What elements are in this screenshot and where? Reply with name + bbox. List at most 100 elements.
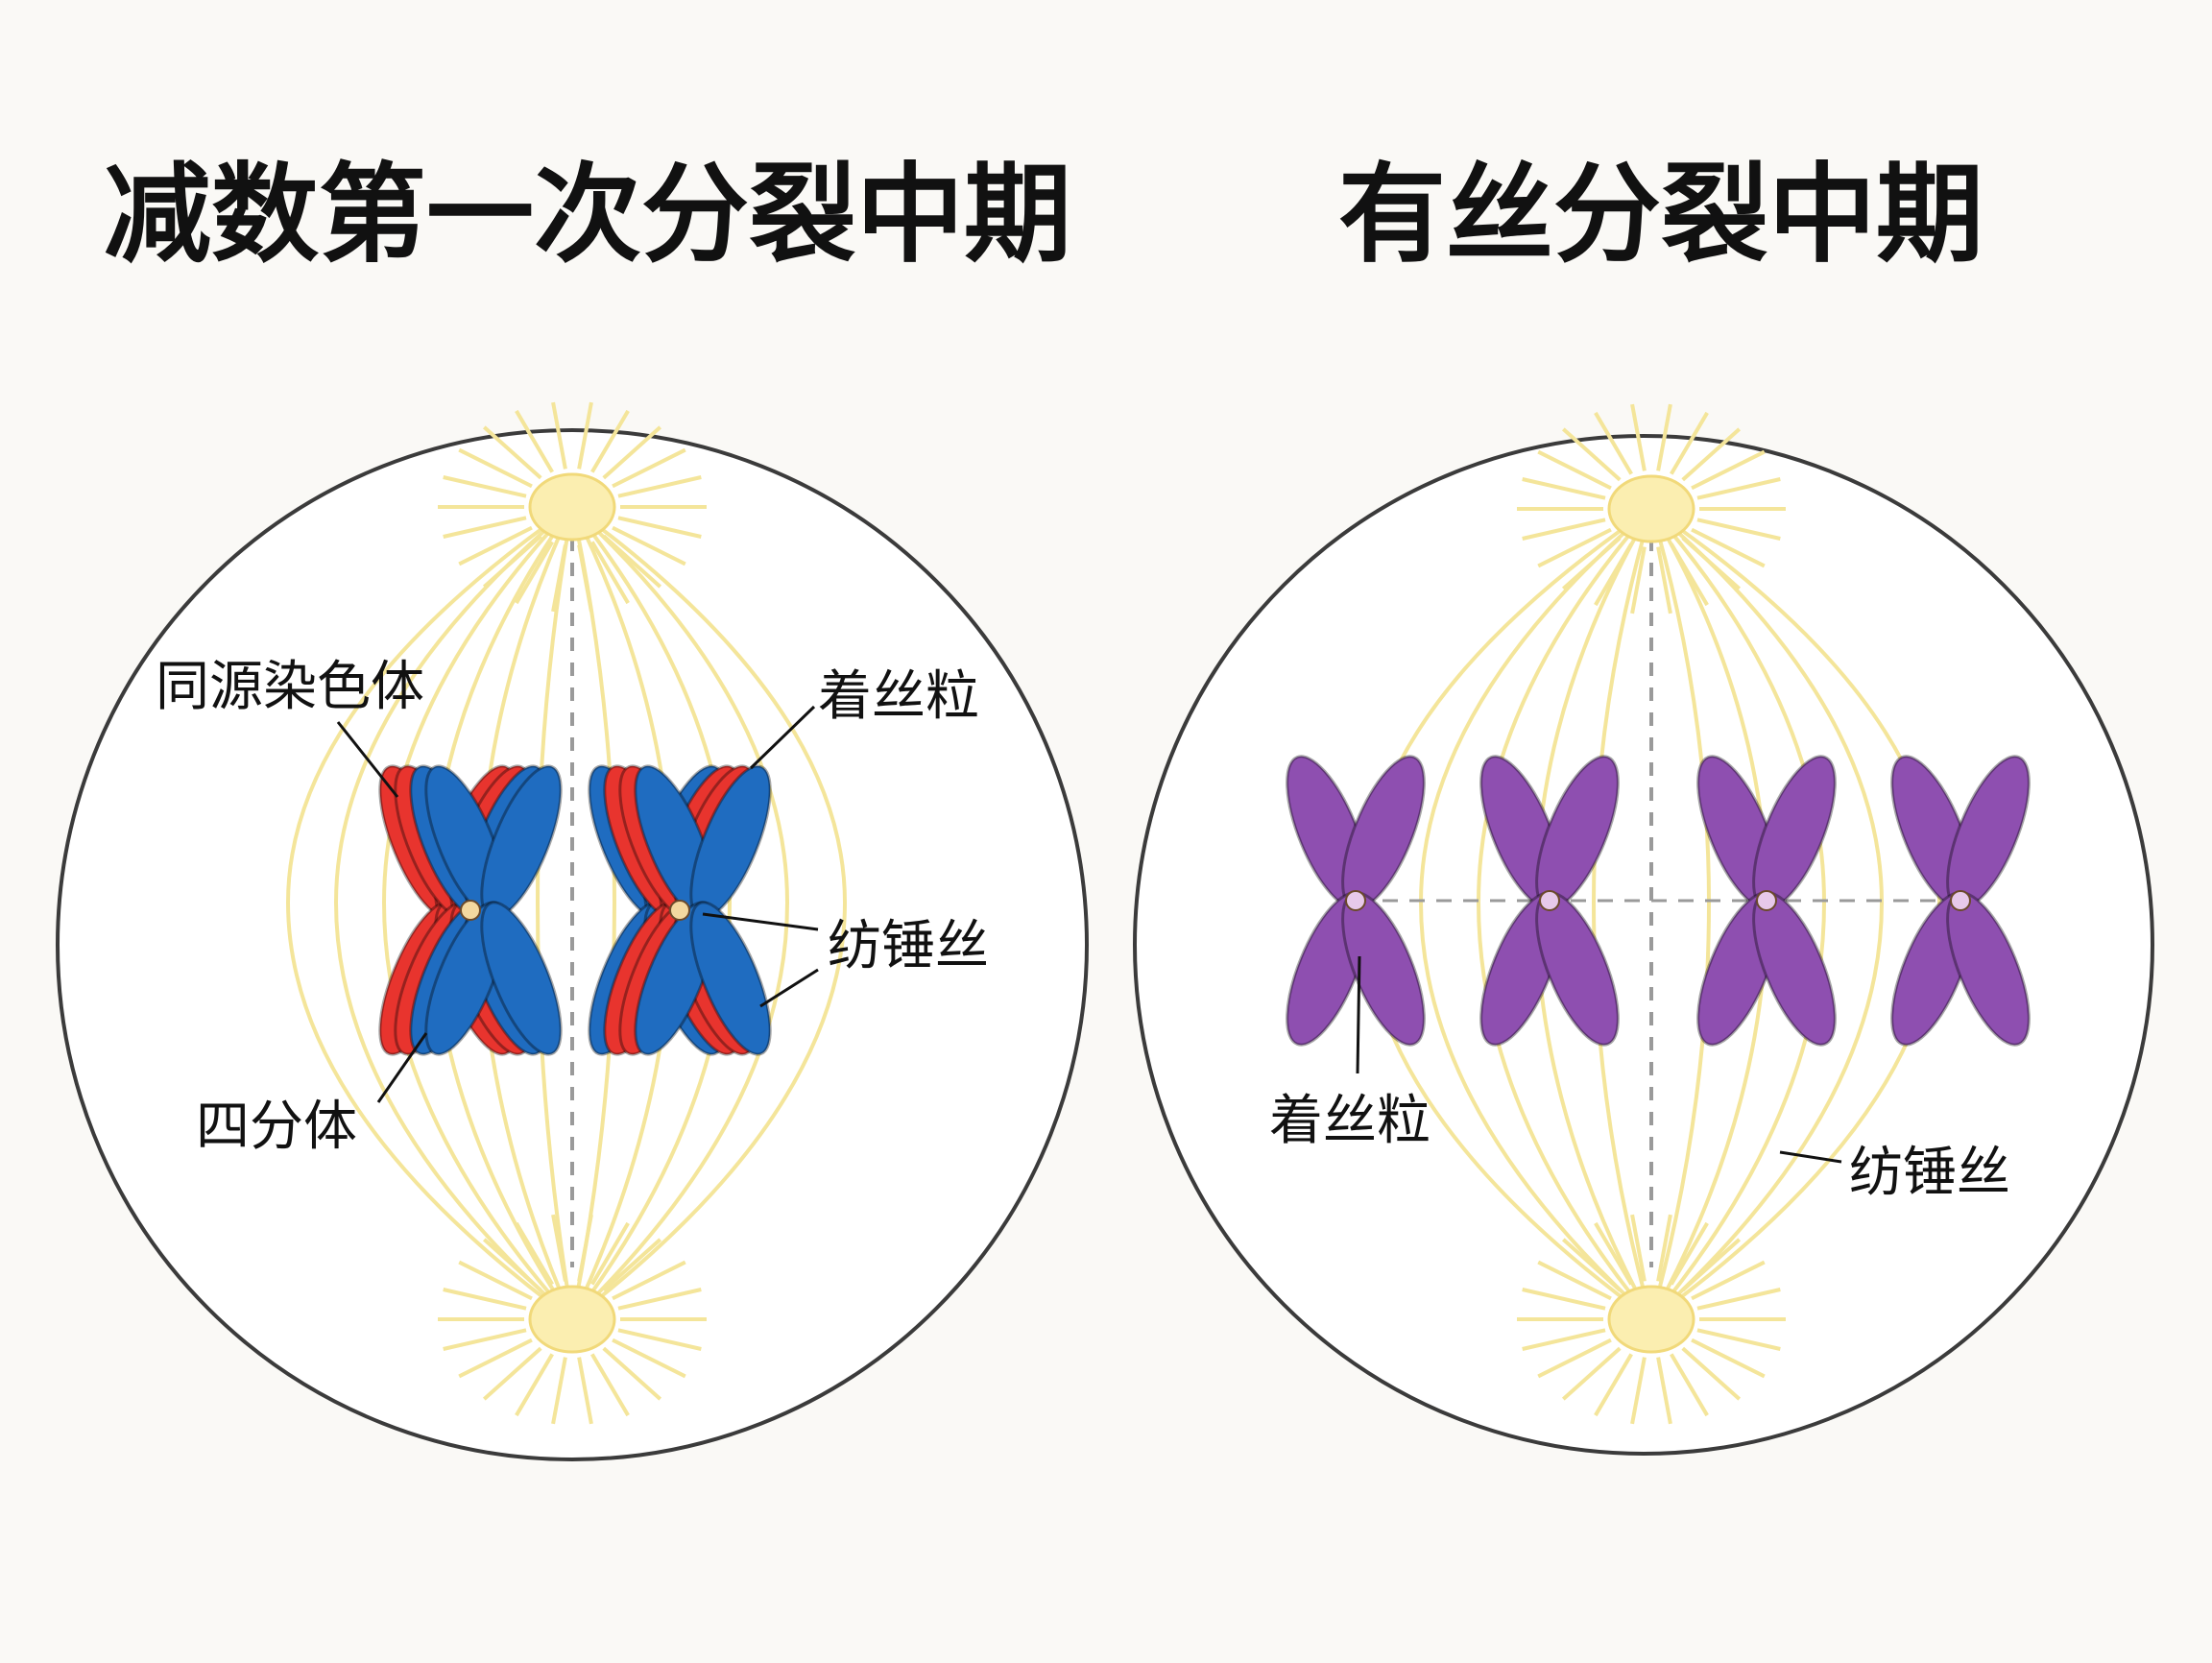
- pole-ray: [482, 425, 542, 480]
- right-spindle-leader-line: [1779, 1150, 1842, 1164]
- pole-ray: [1561, 536, 1622, 590]
- chromosome-4: [1890, 755, 2031, 1047]
- left-panel-title: 减数第一次分裂中期: [104, 153, 1071, 277]
- chromatid-arm-4-4: [689, 901, 772, 1056]
- spindle-fiber-bottom-11: [570, 902, 847, 1321]
- pole-ray: [1561, 427, 1622, 482]
- spindle-fiber-bottom-3: [382, 902, 574, 1321]
- pole-ray: [602, 425, 662, 480]
- pole-ray: [1630, 403, 1647, 471]
- centromere-dot: [1756, 890, 1777, 911]
- pole-ray: [515, 1353, 554, 1417]
- chromatid-arm-4-4: [480, 901, 563, 1056]
- spindle-fiber-top-11: [570, 505, 847, 904]
- centromere-dot: [669, 900, 690, 921]
- pole-ray: [577, 1214, 593, 1282]
- pole-ray: [1630, 546, 1647, 615]
- pole-ray: [617, 1328, 702, 1351]
- pole-ray: [1691, 1338, 1766, 1379]
- pole-ray: [443, 1328, 527, 1351]
- spindle-fiber-bottom-6: [1649, 902, 1711, 1320]
- tetrad-1: [378, 764, 563, 1056]
- pole-ray: [1537, 1260, 1612, 1301]
- centromere-dot: [1950, 890, 1971, 911]
- pole-ray: [1537, 449, 1612, 491]
- pole-ray: [482, 534, 542, 589]
- label-right-spindle-fiber: 纺锤丝: [1849, 1142, 2010, 1204]
- pole-ray: [443, 516, 527, 539]
- pole-ray: [551, 1214, 567, 1282]
- pole-ray: [1670, 411, 1709, 475]
- pole-ray: [1630, 1214, 1647, 1282]
- pole-ray: [577, 544, 593, 613]
- chromosome-1: [1286, 755, 1426, 1047]
- spindle-fiber-top-3: [1477, 507, 1653, 904]
- pole-ray: [1561, 1346, 1622, 1401]
- pole-ray: [515, 409, 554, 473]
- tetrad-2: [588, 764, 772, 1056]
- pole-ray: [612, 1260, 686, 1301]
- homologous-leader-line: [336, 721, 399, 798]
- pole-ray: [515, 541, 554, 605]
- right-top-pole: [1607, 474, 1695, 543]
- chromosome-3: [1696, 755, 1837, 1047]
- pole-ray: [1681, 1346, 1742, 1401]
- pole-ray: [443, 1288, 527, 1311]
- right-bottom-pole: [1607, 1285, 1695, 1354]
- label-left-centromere: 着丝粒: [818, 665, 979, 728]
- left-bottom-pole: [528, 1285, 616, 1354]
- right-centromere-leader-line: [1356, 955, 1361, 1074]
- pole-ray: [1691, 1260, 1766, 1301]
- pole-ray: [1670, 542, 1709, 607]
- pole-ray: [482, 1238, 542, 1292]
- pole-ray: [612, 1338, 686, 1379]
- pole-ray: [1594, 1221, 1633, 1286]
- right-pole-rays: [1517, 403, 1786, 1425]
- pole-ray: [1696, 1288, 1781, 1311]
- pole-ray: [1670, 1221, 1709, 1286]
- pole-ray: [1681, 536, 1742, 590]
- pole-ray: [1681, 427, 1742, 482]
- pole-ray: [1537, 527, 1612, 568]
- left-panel: 减数第一次分裂中期 同源染色体 着丝粒 纺锤丝 四分体: [56, 153, 1089, 1461]
- spindle-fiber-top-6: [1649, 508, 1711, 904]
- centromere-dot: [1345, 890, 1366, 911]
- pole-ray: [1691, 527, 1766, 568]
- pole-ray: [1696, 1328, 1781, 1351]
- pole-ray: [617, 516, 702, 539]
- left-top-pole: [528, 472, 616, 542]
- left-centromere-leader-line: [749, 705, 816, 770]
- pole-ray: [602, 534, 662, 589]
- pole-ray: [1691, 449, 1766, 491]
- pole-ray: [458, 525, 533, 566]
- pole-ray: [590, 1353, 630, 1417]
- pole-ray: [1594, 1353, 1633, 1417]
- pole-ray: [1522, 1328, 1606, 1351]
- pole-ray: [590, 409, 630, 473]
- centromere-dot: [1539, 890, 1560, 911]
- pole-ray: [551, 544, 567, 613]
- spindle-fiber-bottom-3: [1477, 902, 1653, 1321]
- chromosome-2: [1479, 755, 1620, 1047]
- pole-ray: [1522, 1288, 1606, 1311]
- left-spindle-leader-line-1: [702, 912, 819, 931]
- pole-ray: [590, 541, 630, 605]
- pole-ray: [551, 401, 567, 470]
- pole-ray: [1696, 518, 1781, 541]
- label-left-spindle-fiber: 纺锤丝: [828, 915, 989, 977]
- pole-ray: [612, 525, 686, 566]
- pole-ray: [1656, 1214, 1672, 1282]
- pole-ray: [1696, 477, 1781, 500]
- pole-ray: [590, 1221, 630, 1286]
- pole-ray: [1522, 477, 1606, 500]
- pole-ray: [617, 1288, 702, 1311]
- right-panel: 有丝分裂中期 着丝粒 纺锤丝: [1133, 153, 2154, 1456]
- pole-ray: [617, 475, 702, 498]
- pole-ray: [577, 401, 593, 470]
- pole-ray: [443, 475, 527, 498]
- pole-ray: [1630, 1357, 1647, 1425]
- spindle-fiber-top-1: [286, 505, 574, 904]
- pole-ray: [602, 1346, 662, 1401]
- pole-ray: [1522, 518, 1606, 541]
